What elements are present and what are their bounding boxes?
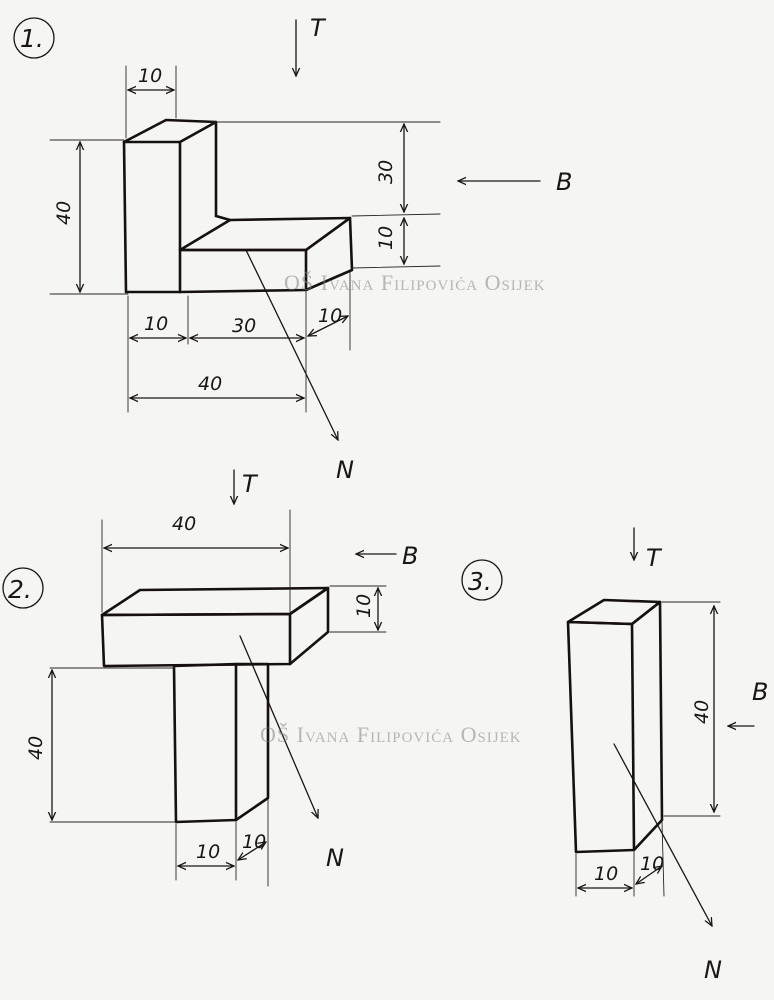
figure-2-top-view-label: T (242, 470, 259, 498)
figure-1-number-circle (13, 17, 55, 59)
figure-1-dim-base-mid: 30 (232, 315, 256, 337)
figure-3-dim-depth: 10 (640, 853, 664, 875)
figure-2-side-view-label: B (402, 542, 418, 570)
figure-2-dim-slab-height: 10 (353, 594, 375, 618)
figure-2-front-view-label: N (326, 844, 344, 872)
figure-1-dim-total-height: 40 (53, 201, 75, 225)
watermark-2: OŠ Ivana Filipovića Osijek (260, 722, 522, 747)
figure-1-dim-top-width: 10 (138, 65, 162, 87)
figure-1-dim-low-height: 10 (375, 226, 397, 250)
figure-2-number-circle (2, 567, 44, 609)
figure-1-front-view-label: N (336, 456, 354, 484)
figure-2-number: 2. (8, 575, 32, 604)
figure-3-side-view-label: B (752, 678, 768, 706)
figure-1-top-view-label: T (310, 14, 327, 42)
figure-1-dim-base-left: 10 (144, 313, 168, 335)
figure-2-dim-post-height: 40 (25, 736, 47, 760)
figure-1: 1. T B N (13, 14, 572, 484)
figure-1-l-solid (122, 118, 354, 294)
figure-2-front-view-arrow (239, 635, 318, 818)
figure-1-side-view-label: B (556, 168, 572, 196)
figure-3-front-view-arrow (613, 743, 712, 926)
figure-3-bar-solid (566, 598, 664, 854)
figure-1-front-view-arrow (245, 249, 338, 440)
figure-3-top-view-label: T (646, 544, 663, 572)
figure-3-number-circle (461, 559, 503, 601)
figure-2-t-solid (100, 586, 330, 824)
figure-3: 3. T B N 40 10 10 (461, 527, 768, 984)
figure-3-dim-height: 40 (691, 700, 713, 724)
figure-1-dim-depth: 10 (318, 305, 342, 327)
figure-2-dim-post-width: 10 (196, 841, 220, 863)
figure-1-dim-tall-height: 30 (375, 160, 397, 184)
watermark-1: OŠ Ivana Filipovića Osijek (284, 270, 546, 295)
figure-2: 2. T B N (2, 469, 418, 887)
figure-3-number: 3. (468, 567, 492, 596)
figure-3-dim-width: 10 (594, 863, 618, 885)
figure-2-dim-top-width: 40 (172, 513, 196, 535)
figure-3-front-view-label: N (704, 956, 722, 984)
figure-2-dim-depth: 10 (242, 831, 266, 853)
figure-1-number: 1. (20, 24, 44, 53)
figure-1-dim-total-width: 40 (198, 373, 222, 395)
